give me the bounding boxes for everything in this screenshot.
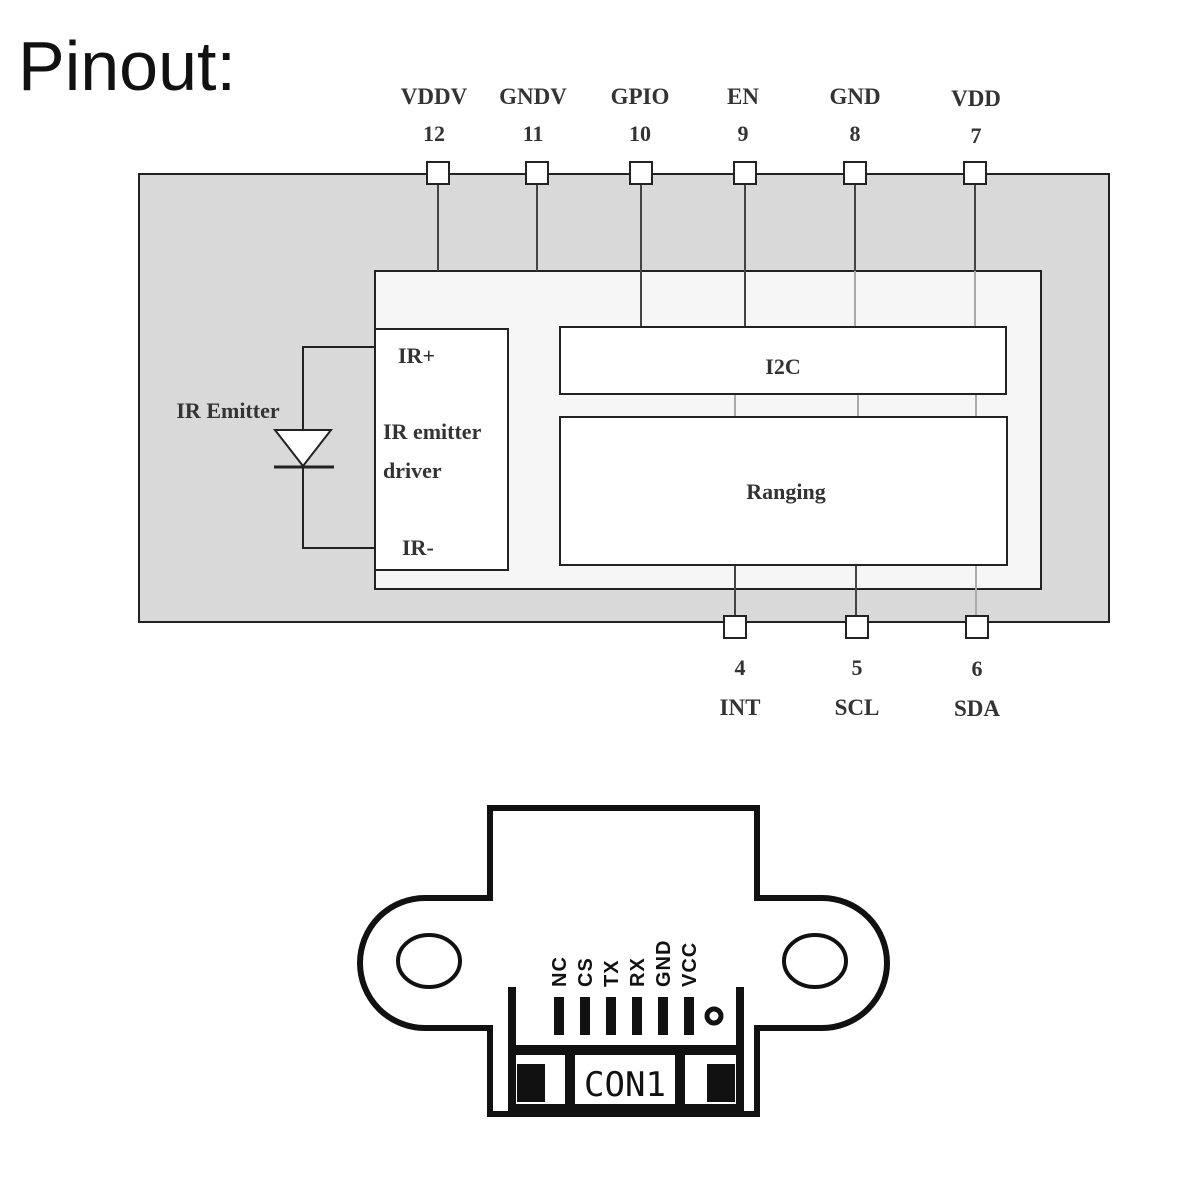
connector-label-tx: TX — [601, 959, 623, 987]
top-pin-leads — [437, 183, 976, 327]
pad-pin-8 — [843, 161, 867, 185]
chip-block-diagram: VDDV 12 GNDV 11 GPIO 10 EN 9 GND 8 VDD 7… — [138, 84, 1110, 721]
ranging-label: Ranging — [746, 479, 825, 504]
con1-label: CON1 — [584, 1065, 666, 1105]
ir-plus-label: IR+ — [398, 343, 435, 368]
pin-number-6: 6 — [972, 656, 983, 681]
connector-pins — [554, 997, 694, 1035]
ir-emitter-label: IR Emitter — [176, 398, 279, 423]
pad-pin-6 — [965, 615, 989, 639]
pin-number-9: 9 — [738, 121, 749, 146]
pad-pin-12 — [426, 161, 450, 185]
right-mounting-hole — [782, 933, 848, 989]
pin-number-11: 11 — [523, 121, 544, 146]
con1-connector: CON1 — [508, 987, 744, 1112]
pin-number-10: 10 — [629, 121, 651, 146]
top-pin-pads — [426, 161, 987, 185]
pin-name-9: EN — [727, 84, 759, 109]
connector-pin-vcc — [684, 997, 694, 1035]
i2c-block — [559, 326, 1007, 395]
pad-pin-10 — [629, 161, 653, 185]
pin-number-8: 8 — [850, 121, 861, 146]
pin1-marker-icon — [704, 1006, 724, 1026]
connector-left-tab — [517, 1064, 545, 1102]
module-board: CON1 NC CS TX RX GND VCC — [357, 805, 890, 1117]
connector-label-cs: CS — [575, 957, 597, 987]
pin-number-5: 5 — [852, 655, 863, 680]
connector-label-rx: RX — [627, 957, 649, 987]
pad-pin-4 — [723, 615, 747, 639]
connector-right-tab — [707, 1064, 735, 1102]
bottom-pin-pads — [723, 615, 989, 639]
ir-driver-block — [374, 328, 509, 571]
pin-name-12: VDDV — [401, 84, 468, 109]
pin-name-7: VDD — [951, 86, 1001, 111]
connector-pin-rx — [632, 997, 642, 1035]
connector-label-gnd: GND — [653, 940, 675, 987]
pin-name-8: GND — [829, 84, 880, 109]
pin-number-7: 7 — [971, 123, 982, 148]
ranging-block — [559, 416, 1008, 566]
connector-bottom-rail — [508, 1104, 744, 1112]
i2c-label: I2C — [765, 354, 800, 379]
connector-pin-cs — [580, 997, 590, 1035]
ir-driver-label-line1: IR emitter — [383, 419, 482, 444]
internal-bus-lines — [734, 271, 977, 616]
pin-number-12: 12 — [423, 121, 445, 146]
connector-label-nc: NC — [549, 956, 571, 987]
bottom-pin-labels: 4 INT 5 SCL 6 SDA — [720, 655, 1001, 721]
pin-number-4: 4 — [735, 655, 746, 680]
pad-pin-5 — [845, 615, 869, 639]
pin-name-6: SDA — [954, 696, 1000, 721]
pin-name-10: GPIO — [611, 84, 670, 109]
pad-pin-11 — [525, 161, 549, 185]
ir-minus-label: IR- — [402, 535, 434, 560]
connector-label-vcc: VCC — [679, 942, 701, 987]
left-mounting-hole — [396, 933, 462, 989]
ir-emitter-diode-icon — [272, 429, 334, 469]
connector-pin-labels: NC CS TX RX GND VCC — [549, 940, 701, 987]
top-pin-labels: VDDV 12 GNDV 11 GPIO 10 EN 9 GND 8 VDD 7 — [401, 84, 1001, 148]
pinout-heading: Pinout: — [18, 27, 236, 105]
pad-pin-7 — [963, 161, 987, 185]
pin-name-4: INT — [720, 695, 761, 720]
ir-driver-label-line2: driver — [383, 458, 442, 483]
bottom-pin-leads — [734, 565, 857, 616]
connector-pin-tx — [606, 997, 616, 1035]
pin-name-5: SCL — [835, 695, 880, 720]
connector-pin-nc — [554, 997, 564, 1035]
pad-pin-9 — [733, 161, 757, 185]
connector-top-rail — [508, 1045, 744, 1055]
pin-name-11: GNDV — [499, 84, 567, 109]
connector-pin-gnd — [658, 997, 668, 1035]
module-outline — [357, 805, 890, 1117]
